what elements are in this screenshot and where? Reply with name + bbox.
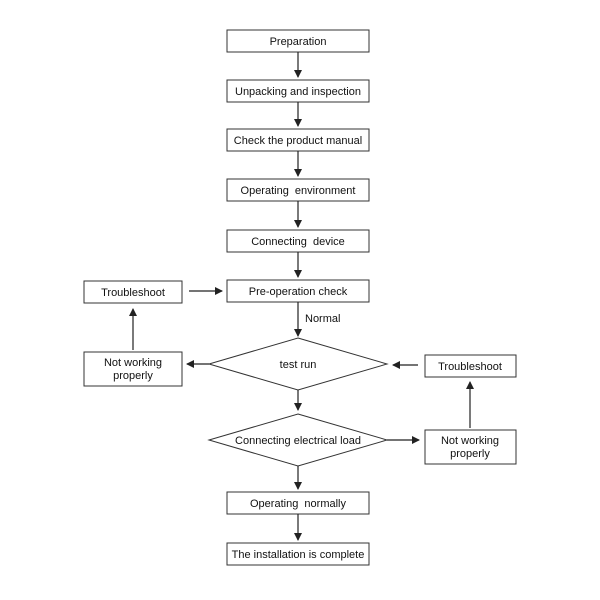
step-operating-environment-label: Operating environment — [241, 185, 356, 197]
step-connecting-device-label: Connecting device — [251, 236, 345, 248]
step-installation-complete-label: The installation is complete — [232, 549, 365, 561]
step-unpacking: Unpacking and inspection — [226, 79, 370, 103]
step-unpacking-label: Unpacking and inspection — [235, 86, 361, 98]
step-connecting-device: Connecting device — [226, 229, 370, 253]
step-pre-operation-check: Pre-operation check — [226, 279, 370, 303]
decision-test-run: test run — [207, 337, 389, 391]
decision-connecting-load: Connecting electrical load — [207, 413, 389, 467]
step-operating-environment: Operating environment — [226, 178, 370, 202]
decision-test-run-label: test run — [280, 359, 317, 371]
decision-connecting-load-label: Connecting electrical load — [235, 435, 361, 447]
step-operating-normally-label: Operating normally — [250, 498, 346, 510]
step-pre-operation-check-label: Pre-operation check — [249, 286, 348, 298]
node-not-working-right-line2: properly — [450, 448, 490, 460]
node-troubleshoot-right: Troubleshoot — [424, 354, 517, 378]
node-not-working-left-line1: Not working — [104, 357, 162, 369]
node-troubleshoot-left: Troubleshoot — [83, 280, 183, 304]
step-check-manual-label: Check the product manual — [234, 135, 362, 147]
step-installation-complete: The installation is complete — [226, 542, 370, 566]
step-check-manual: Check the product manual — [226, 128, 370, 152]
edge-label-normal: Normal — [305, 313, 340, 325]
step-preparation-label: Preparation — [270, 36, 327, 48]
node-troubleshoot-right-label: Troubleshoot — [438, 361, 502, 373]
node-not-working-left: Not working properly — [83, 351, 183, 387]
step-preparation: Preparation — [226, 29, 370, 53]
node-not-working-left-line2: properly — [113, 370, 153, 382]
node-troubleshoot-left-label: Troubleshoot — [101, 287, 165, 299]
node-not-working-right-line1: Not working — [441, 435, 499, 447]
step-operating-normally: Operating normally — [226, 491, 370, 515]
node-not-working-right: Not working properly — [424, 429, 517, 465]
